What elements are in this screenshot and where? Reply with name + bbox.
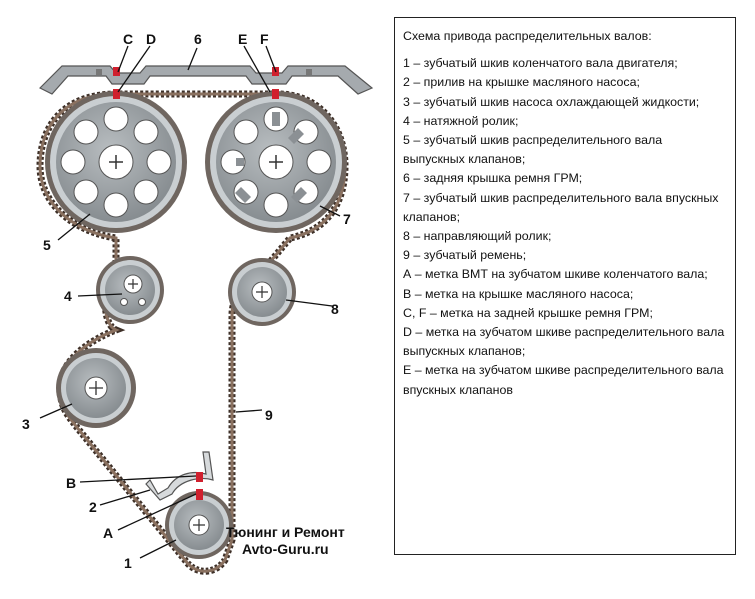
legend-item: 3 – зубчатый шкив насоса охлаждающей жид… (403, 94, 700, 109)
mark-b (196, 472, 203, 482)
label-b: B (66, 475, 76, 491)
label-3: 3 (22, 416, 30, 432)
legend-item: 8 – направляющий ролик; (403, 229, 552, 244)
legend-item: А – метка ВМТ на зубчатом шкиве коленчат… (403, 267, 708, 282)
timing-belt-diagram: C D 6 E F 5 7 4 8 3 9 B 2 A 1 Тюнинг и Р… (22, 31, 374, 575)
legend-item: С, F – метка на задней крышке ремня ГРМ; (403, 305, 653, 320)
label-8: 8 (331, 301, 339, 317)
legend-item: 7 – зубчатый шкив распределительного вал… (403, 190, 719, 224)
mark-e (272, 89, 279, 99)
label-7: 7 (343, 211, 351, 227)
legend-item: 4 – натяжной ролик; (403, 113, 519, 128)
tensioner-roller (96, 256, 164, 324)
legend-item: 9 – зубчатый ремень; (403, 248, 527, 263)
legend-item: 2 – прилив на крышке масляного насоса; (403, 75, 640, 90)
intake-camshaft-pulley (205, 91, 347, 233)
label-4: 4 (64, 288, 72, 304)
legend-item: D – метка на зубчатом шкиве распределите… (403, 325, 725, 359)
legend-item: Е – метка на зубчатом шкиве распределите… (403, 363, 724, 397)
watermark-line1: Тюнинг и Ремонт (226, 524, 345, 540)
mark-d (113, 89, 120, 99)
label-2: 2 (89, 499, 97, 515)
guide-roller (228, 258, 296, 326)
legend-item: В – метка на крышке масляного насоса; (403, 286, 634, 301)
label-5: 5 (43, 237, 51, 253)
label-d: D (146, 31, 156, 47)
label-a: A (103, 525, 113, 541)
legend-list: 1 – зубчатый шкив коленчатого вала двига… (403, 54, 727, 400)
watermark-line2: Avto-Guru.ru (242, 541, 329, 557)
coolant-pump-pulley (56, 348, 136, 428)
mark-a (196, 489, 203, 500)
label-1: 1 (124, 555, 132, 571)
label-e: E (238, 31, 247, 47)
crankshaft-pulley (165, 491, 233, 559)
mark-c (113, 67, 120, 76)
label-9: 9 (265, 407, 273, 423)
legend-item: 6 – задняя крышка ремня ГРМ; (403, 171, 583, 186)
label-6: 6 (194, 31, 202, 47)
legend-item: 1 – зубчатый шкив коленчатого вала двига… (403, 56, 678, 71)
legend-title: Схема привода распределительных валов: (403, 29, 652, 43)
leader-lines (39, 45, 341, 559)
exhaust-camshaft-pulley (45, 91, 187, 233)
legend-box: Схема привода распределительных валов: 1… (394, 17, 736, 555)
label-c: C (123, 31, 133, 47)
label-f: F (260, 31, 269, 47)
legend-item: 5 – зубчатый шкив распределительного вал… (403, 133, 663, 167)
rear-belt-cover (38, 65, 374, 95)
